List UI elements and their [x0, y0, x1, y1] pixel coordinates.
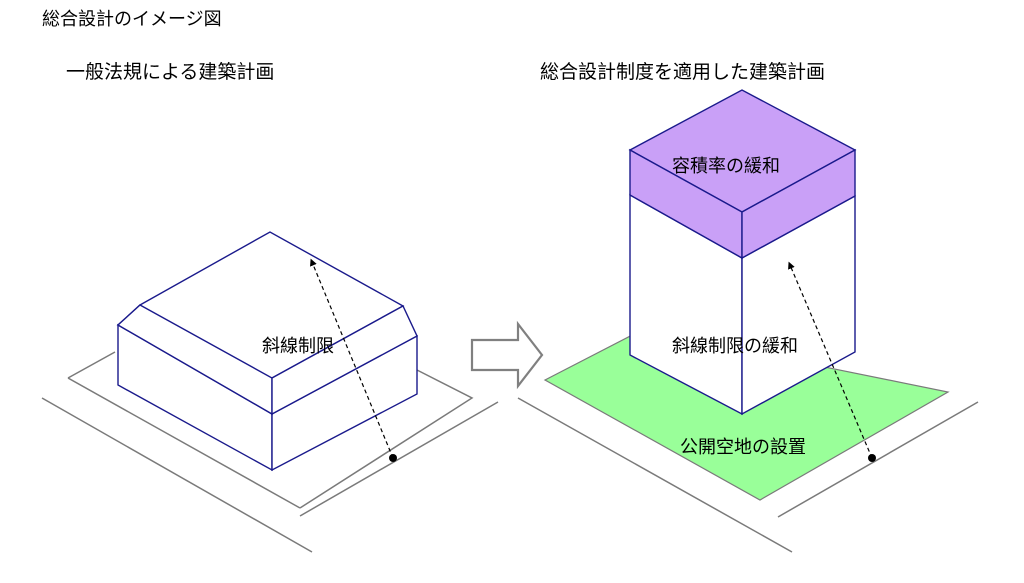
- left-chamfer-right: [271, 305, 418, 416]
- left-slant-label: 斜線制限: [262, 336, 334, 357]
- far-block-right: [741, 148, 856, 260]
- right-slant-label: 斜線制限の緩和: [672, 336, 798, 357]
- left-road-line-3: [67, 377, 301, 509]
- left-slant-arrow: [310, 258, 394, 459]
- right-roads: [517, 397, 979, 553]
- left-road-line-1: [41, 397, 313, 553]
- right-building: [628, 89, 857, 416]
- transition-arrow: [470, 320, 544, 390]
- right-open-space: [543, 329, 950, 501]
- left-road-line-2: [67, 351, 116, 379]
- left-road-line-5: [299, 401, 499, 517]
- left-slant-origin-dot: [389, 454, 397, 462]
- right-road-line-1: [517, 397, 793, 553]
- left-roads: [41, 351, 499, 553]
- open-space-label: 公開空地の設置: [680, 437, 806, 458]
- page-title: 総合設計のイメージ図: [42, 9, 222, 30]
- right-road-line-2: [777, 401, 979, 518]
- right-slant-origin-dot: [868, 454, 876, 462]
- left-building: [116, 231, 418, 472]
- left-heading: 一般法規による建築計画: [66, 61, 275, 83]
- far-relief-label: 容積率の緩和: [672, 156, 780, 177]
- right-heading: 総合設計制度を適用した建築計画: [540, 61, 826, 83]
- left-road-line-4: [299, 369, 474, 509]
